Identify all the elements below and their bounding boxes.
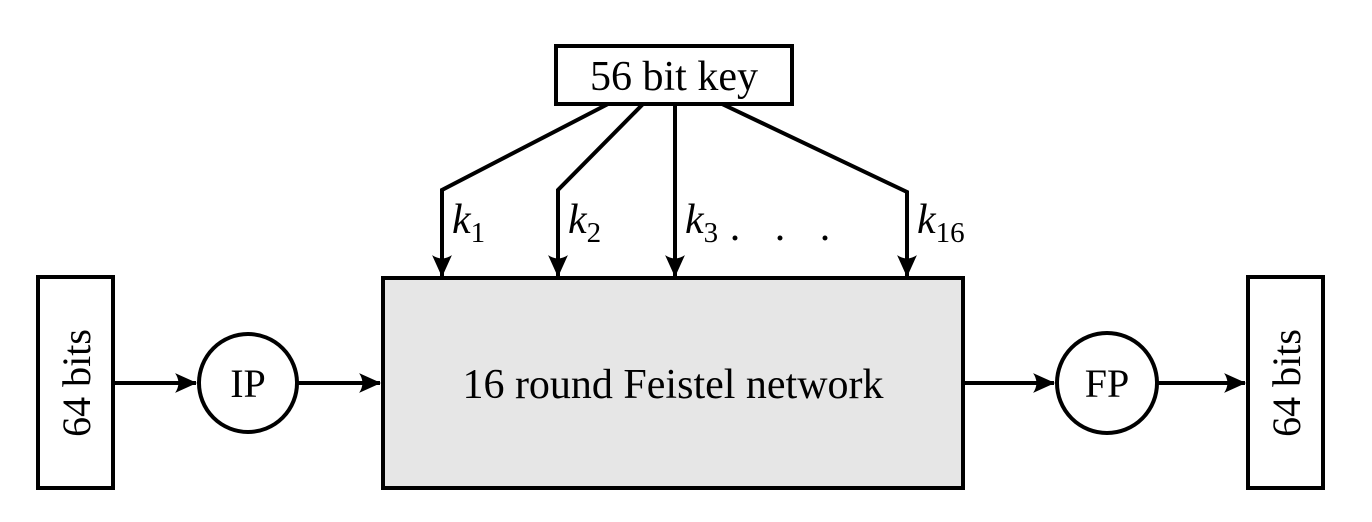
round-key-label-k1: k1	[452, 197, 485, 249]
round-keys-ellipsis: . . .	[730, 204, 843, 250]
output-box-label: 64 bits	[1264, 329, 1309, 437]
ip-node	[197, 332, 299, 434]
arrow-key-to-k1	[432, 102, 609, 278]
arrow-key-to-k2	[548, 102, 645, 278]
input-box-label: 64 bits	[54, 329, 99, 437]
fp-node-label: FP	[1085, 361, 1130, 406]
output-box	[1246, 275, 1325, 490]
fp-node	[1055, 331, 1159, 435]
feistel-box	[381, 276, 965, 490]
ip-node-label: IP	[230, 361, 266, 406]
arrow-key-to-k16	[721, 102, 917, 278]
feistel-box-label: 16 round Feistel network	[462, 362, 883, 408]
round-key-label-k3: k3	[685, 197, 718, 249]
key-box	[554, 44, 794, 106]
round-key-label-k2: k2	[568, 197, 601, 249]
key-box-label: 56 bit key	[590, 54, 758, 100]
input-box	[36, 275, 115, 490]
round-key-label-k16: k16	[917, 197, 965, 249]
